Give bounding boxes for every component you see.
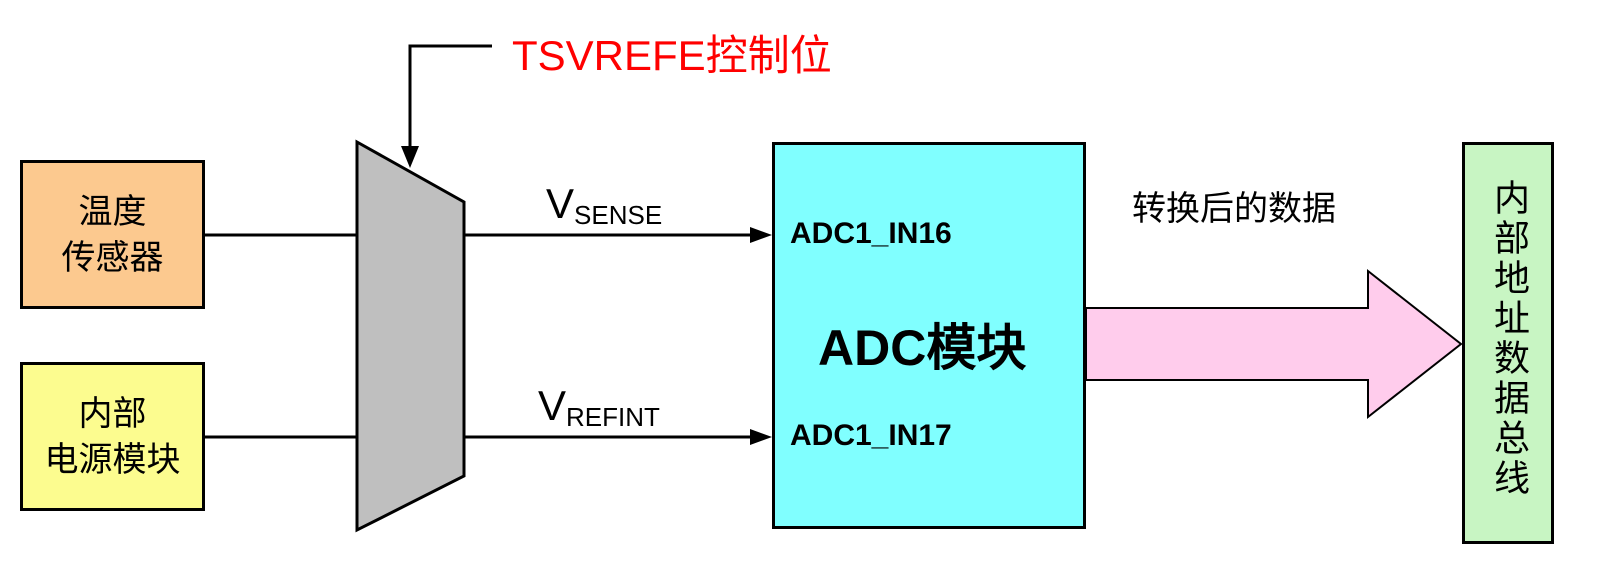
adc-module-title: ADC模块 — [818, 320, 1027, 376]
bus-label: 内部地址数据总线 — [1488, 179, 1529, 499]
temp-sensor-label-line2: 传感器 — [61, 237, 164, 278]
internal-power-block: 内部 电源模块 — [20, 362, 205, 511]
vsense-arrowhead — [750, 227, 772, 243]
vrefint-main: V — [538, 382, 567, 429]
vrefint-subscript: REFINT — [566, 402, 660, 432]
control-arrowhead — [401, 146, 419, 168]
internal-bus-block: 内部地址数据总线 — [1462, 142, 1554, 544]
data-output-arrow — [1085, 268, 1463, 420]
temperature-sensor-block: 温度 传感器 — [20, 160, 205, 309]
tsvrefe-control-label: TSVREFE控制位 — [512, 32, 832, 79]
power-block-label-line2: 电源模块 — [44, 439, 181, 480]
vrefint-arrowhead — [750, 429, 772, 445]
converted-data-label: 转换后的数据 — [1132, 189, 1336, 229]
adc-pin-in16-label: ADC1_IN16 — [790, 217, 952, 250]
vsense-main: V — [546, 180, 575, 227]
power-block-label-line1: 内部 — [78, 393, 147, 434]
vsense-subscript: SENSE — [574, 200, 663, 230]
temp-sensor-label-line1: 温度 — [78, 191, 147, 232]
control-line — [408, 44, 492, 152]
vsense-label: VSENSE — [546, 180, 662, 231]
adc-module-block — [772, 142, 1086, 529]
adc-pin-in17-label: ADC1_IN17 — [790, 419, 952, 452]
vrefint-label: VREFINT — [538, 382, 660, 433]
multiplexer — [355, 139, 466, 533]
